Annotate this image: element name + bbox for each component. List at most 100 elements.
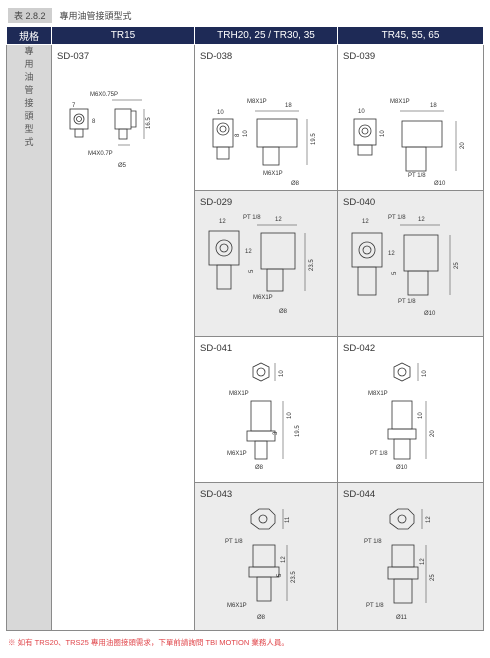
cell-sd041: SD-041 10 M8X1P 10 3 19.5 (194, 336, 338, 483)
sd044-dim-2: PT 1/8 (364, 539, 382, 545)
sd037-dim-4: 16.5 (146, 117, 152, 129)
part-code: SD-040 (343, 197, 376, 208)
sd040-dim-1: 12 (362, 219, 369, 225)
sd029-dim-5: 5 (249, 269, 255, 273)
header-tr15: TR15 (51, 26, 195, 45)
sd042-dim-2: M8X1P (368, 391, 388, 397)
sd040-dim-2: PT 1/8 (388, 215, 406, 221)
sd042-dim-6: Ø10 (396, 465, 408, 471)
cell-sd044: SD-044 12 PT 1/8 12 25 PT 1/ (337, 482, 484, 631)
sd044-dim-5: PT 1/8 (366, 603, 384, 609)
part-code: SD-042 (343, 343, 376, 354)
sd041-dim-7: Ø8 (255, 465, 264, 471)
sd043-dim-5: 23.5 (291, 571, 297, 583)
sd043-dim-7: Ø8 (257, 615, 266, 621)
sd040-dim-6: 25 (454, 262, 460, 269)
table-row: SD-029 12 PT 1/8 12 12 (7, 190, 484, 337)
sd038-dim-6: 19.5 (311, 133, 317, 145)
sd041-dim-6: M6X1P (227, 451, 247, 457)
sd041-dim-4: 3 (273, 431, 279, 435)
sd039-dim-2: M8X1P (390, 99, 410, 105)
sd039-dim-1: 10 (358, 109, 365, 115)
table-row: SD-041 10 M8X1P 10 3 19.5 (7, 336, 484, 483)
sd044-dim-3: 12 (420, 558, 426, 565)
sd043-dim-1: 11 (285, 516, 291, 523)
sd038-dim-3: 18 (285, 103, 292, 109)
sd029-dim-4: 12 (245, 249, 252, 255)
part-code: SD-041 (200, 343, 233, 354)
sd038-dim-1: 10 (217, 110, 224, 116)
sd029-drawing: 12 PT 1/8 12 12 5 23.5 M6X1P Ø8 (208, 215, 315, 315)
sd037-dim-3: 8 (92, 119, 96, 125)
part-code: SD-037 (57, 51, 90, 62)
sd039-dim-5: 20 (460, 142, 466, 149)
sd039-dim-4: 10 (380, 130, 386, 137)
table-title: 專用油管接頭型式 (59, 10, 132, 21)
lube-fitting-table: 規格 TR15 TRH20, 25 / TR30, 35 TR45, 55, 6… (6, 26, 484, 631)
sd040-dim-4: 12 (388, 251, 395, 257)
header-trh20: TRH20, 25 / TR30, 35 (194, 26, 338, 45)
sd039-dim-6: PT 1/8 (408, 173, 426, 179)
cell-sd037: SD-037 M6X0.75P 7 (51, 44, 195, 631)
cell-sd042: SD-042 10 M8X1P 10 20 PT 1/8 (337, 336, 484, 483)
table-number: 表 2.8.2 (8, 7, 52, 23)
sd041-drawing: 10 M8X1P 10 3 19.5 M6X1P Ø8 (227, 362, 301, 471)
sd041-dim-1: 10 (279, 370, 285, 377)
sd037-dim-6: Ø5 (118, 163, 127, 169)
part-code: SD-044 (343, 489, 376, 500)
sd042-dim-3: 10 (418, 412, 424, 419)
sd041-dim-2: M8X1P (229, 391, 249, 397)
sd044-dim-6: Ø11 (396, 615, 408, 621)
sd038-dim-2: M8X1P (247, 99, 267, 105)
table-row: SD-043 11 PT 1/8 12 5 23.5 (7, 482, 484, 631)
header-row: 規格 TR15 TRH20, 25 / TR30, 35 TR45, 55, 6… (6, 26, 484, 45)
sd040-dim-5: 5 (392, 271, 398, 275)
sd044-drawing: 12 PT 1/8 12 25 PT 1/8 Ø11 (364, 508, 436, 621)
sd040-dim-7: PT 1/8 (398, 299, 416, 305)
sd029-dim-3: 12 (275, 217, 282, 223)
row-label-cell: 專用油管接頭型式 (6, 44, 52, 631)
cell-sd043: SD-043 11 PT 1/8 12 5 23.5 (194, 482, 338, 631)
part-code: SD-043 (200, 489, 233, 500)
sd043-dim-6: M6X1P (227, 603, 247, 609)
sd037-dim-1: M6X0.75P (90, 92, 118, 98)
sd039-drawing: 10 M8X1P 18 10 20 PT 1/8 Ø10 (353, 99, 466, 187)
sd040-dim-8: Ø10 (424, 311, 436, 317)
sd029-dim-2: PT 1/8 (243, 215, 261, 221)
header-tr45: TR45, 55, 65 (337, 26, 484, 45)
cell-sd039: SD-039 10 M8X1P 18 10 (337, 44, 484, 191)
part-code: SD-029 (200, 197, 233, 208)
sd042-dim-1: 10 (422, 370, 428, 377)
sd040-dim-3: 12 (418, 217, 425, 223)
sd029-dim-7: M6X1P (253, 295, 273, 301)
sd044-dim-1: 12 (426, 516, 432, 523)
sd044-dim-4: 25 (430, 574, 436, 581)
sd039-dim-3: 18 (430, 103, 437, 109)
sd042-dim-5: PT 1/8 (370, 451, 388, 457)
footnote: ※ 如有 TRS20、TRS25 專用油圈接頭需求，下單前請詢問 TBI MOT… (8, 638, 289, 647)
sd038-dim-8: Ø8 (291, 181, 300, 187)
sd038-dim-4: 8 (235, 133, 241, 137)
sd040-drawing: 12 PT 1/8 12 12 5 25 PT 1/8 Ø10 (351, 215, 460, 317)
sd038-dim-7: M6X1P (263, 171, 283, 177)
sd043-dim-2: PT 1/8 (225, 539, 243, 545)
sd041-dim-3: 10 (287, 412, 293, 419)
sd029-dim-1: 12 (219, 219, 226, 225)
cell-sd040: SD-040 12 PT 1/8 12 12 (337, 190, 484, 337)
sd038-drawing: 10 M8X1P 18 8 10 19.5 M6X1P Ø8 (212, 99, 317, 187)
cell-sd029: SD-029 12 PT 1/8 12 12 (194, 190, 338, 337)
sd043-drawing: 11 PT 1/8 12 5 23.5 M6X1P Ø8 (225, 508, 297, 621)
sd041-dim-5: 19.5 (295, 425, 301, 437)
sd043-dim-4: 5 (277, 573, 283, 577)
sd029-dim-8: Ø8 (279, 309, 288, 315)
part-code: SD-039 (343, 51, 376, 62)
table-caption: 表 2.8.2 專用油管接頭型式 (8, 7, 132, 23)
sd038-dim-5: 10 (243, 130, 249, 137)
sd029-dim-6: 23.5 (309, 259, 315, 271)
row-label: 專用油管接頭型式 (24, 46, 34, 147)
sd043-dim-3: 12 (281, 556, 287, 563)
sd037-dim-2: 7 (72, 103, 76, 109)
sd039-dim-7: Ø10 (434, 181, 446, 187)
table-row: 專用油管接頭型式 SD-037 (6, 44, 484, 631)
sd042-dim-4: 20 (430, 430, 436, 437)
